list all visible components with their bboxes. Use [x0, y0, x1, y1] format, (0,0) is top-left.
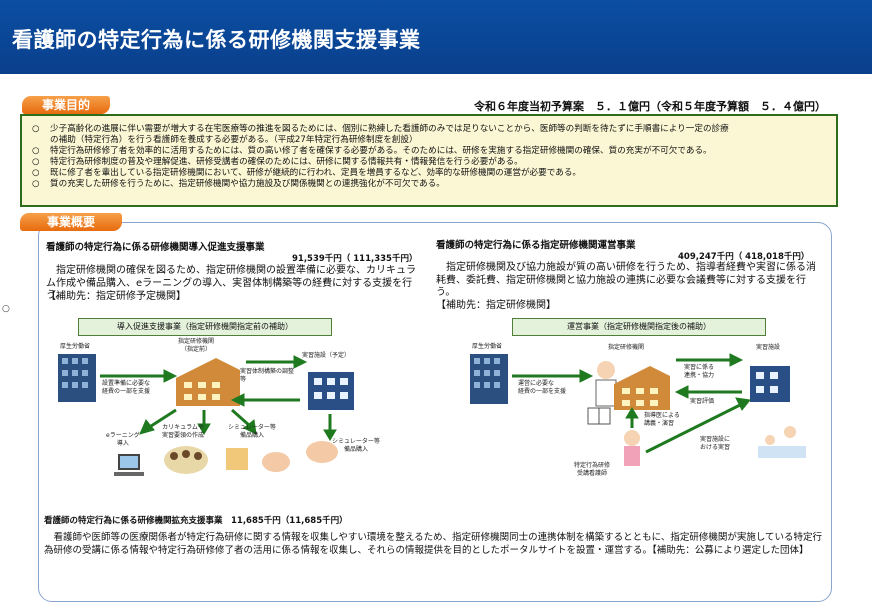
bullet-icon: ○	[32, 168, 40, 178]
simulator-image-icon	[226, 448, 248, 470]
node-institution-label: 指定研修機関	[608, 344, 645, 351]
doctor-icon	[595, 361, 617, 407]
arrowhead-icon	[735, 397, 751, 411]
node-elearning-label: eラーニング 導入	[106, 432, 140, 447]
node-practice-at-site-label: 実習施設に おける実習	[700, 436, 731, 451]
simulator-image-icon	[306, 441, 338, 463]
purpose-item: ○既に修了者を輩出している指定研修機関において、研修が継続的に行われ、定員を増員…	[32, 168, 582, 178]
bullet-icon: ○	[32, 124, 40, 134]
node-subsidy-label: 設置準備に必要な 経費の一部を支援	[102, 380, 151, 395]
arrowhead-icon	[323, 429, 337, 441]
node-ministry-label: 厚生労働省	[60, 343, 91, 350]
node-institution-label: 指定研修機関 （指定前）	[178, 338, 215, 353]
budget-summary: 令和６年度当初予算案 ５．１億円（令和５年度予算額 ５．４億円）	[474, 100, 826, 113]
hospital-building-icon	[308, 372, 354, 410]
computer-icon	[114, 454, 144, 476]
arrowhead-icon	[139, 419, 155, 435]
nurse-icon	[624, 430, 640, 466]
hospital-building-icon	[750, 366, 790, 402]
arrow-down-icon	[147, 408, 177, 430]
overview-tag: 事業概要	[20, 213, 122, 231]
purpose-box: ○少子高齢化の進展に伴い需要が増大する在宅医療等の推進を図るためには、個別に熟練…	[20, 114, 838, 207]
arrowhead-icon	[625, 407, 639, 419]
purpose-item: の補助（特定行為）を行う看護師を養成する必要がある。（平成27年特定行為研修制度…	[50, 135, 418, 145]
right-section-body: 指定研修機関及び協力施設が質の高い研修を行うため、指導者経費や実習に係る消耗費、…	[436, 262, 816, 298]
purpose-list: ○少子高齢化の進展に伴い需要が増大する在宅医療等の推進を図るためには、個別に熟練…	[32, 124, 826, 190]
node-cooperation-label: 実習に係る 連携・協力	[684, 364, 715, 379]
arrowhead-icon	[230, 393, 245, 407]
page-title: 看護師の特定行為に係る研修機関支援事業	[12, 28, 421, 52]
node-trainee-label: 特定行為研修 受講看護師	[574, 462, 611, 477]
arrow-diagonal-icon	[645, 402, 743, 454]
bottom-section-body: 看護師や医師等の医療関係者が特定行為研修に関する情報を収集しやすい環境を整えるた…	[44, 532, 823, 556]
ministry-building-icon	[58, 354, 96, 402]
node-subsidy-label: 運営に必要な 経費の一部を支援	[518, 380, 567, 395]
simulator-image-icon	[262, 452, 290, 472]
patient-care-icon	[758, 426, 806, 458]
purpose-item: ○質の充実した研修を行うために、指定研修機関や協力施設及び関係機関との連携強化が…	[32, 179, 445, 189]
arrowhead-icon	[243, 419, 257, 435]
arrowhead-icon	[293, 355, 308, 369]
page-header: 看護師の特定行為に係る研修機関支援事業	[0, 0, 872, 74]
bullet-icon: ○	[32, 179, 40, 189]
node-simulator2-label: シミュレーター等 備品購入	[332, 438, 380, 453]
ministry-building-icon	[470, 354, 508, 404]
right-section-title: 看護師の特定行為に係る指定研修機関運営事業	[436, 240, 636, 251]
node-curriculum-label: カリキュラムや 実習要領の作成	[162, 424, 205, 439]
right-section-amount: 409,247千円（ 418,018千円）	[678, 252, 810, 262]
node-practice-site-label: 実習施設	[756, 344, 781, 351]
right-flow-label: 運営事業（指定研修機関指定後の補助）	[512, 318, 766, 336]
node-practice-support-label: 実習体制構築の調整 等	[240, 368, 295, 383]
people-group-icon	[164, 446, 208, 474]
node-lecture-label: 指導医による 講義・演習	[644, 412, 680, 427]
arrowhead-icon	[163, 369, 178, 383]
arrowhead-icon	[579, 369, 594, 383]
right-section-grant: 【補助先：指定研修機関】	[436, 300, 556, 311]
node-practice-site-label: 実習施設（予定）	[302, 352, 351, 359]
node-evaluation-label: 実習評価	[690, 398, 715, 405]
purpose-item: ○特定行為研修制度の普及や理解促進、研修受講者の確保のためには、研修に関する情報…	[32, 157, 523, 167]
arrowhead-icon	[197, 423, 211, 435]
arrow-down-icon	[231, 408, 251, 428]
institution-building-icon	[614, 366, 670, 410]
bottom-section-title: 看護師の特定行為に係る研修機関拡充支援事業 11,685千円（11,685千円）	[44, 516, 348, 526]
left-section-amount: 91,539千円（ 111,335千円）	[292, 254, 418, 264]
arrowhead-icon	[674, 385, 689, 399]
left-section-title: 看護師の特定行為に係る研修機関導入促進支援事業	[46, 242, 265, 253]
arrowhead-icon	[729, 353, 744, 367]
node-simulator1-label: シミュレーター等 備品購入	[228, 424, 276, 439]
bullet-icon: ○	[32, 157, 40, 167]
institution-building-icon	[176, 358, 240, 406]
bullet-icon: ○	[32, 146, 40, 156]
purpose-item: ○少子高齢化の進展に伴い需要が増大する在宅医療等の推進を図るためには、個別に熟練…	[32, 124, 729, 134]
node-ministry-label: 厚生労働省	[472, 343, 503, 350]
book-icon	[587, 407, 611, 425]
margin-marker: ○	[2, 304, 10, 314]
left-section-body: 指定研修機関の確保を図るため、指定研修機関の設置準備に必要な、カリキュラム作成や…	[46, 265, 416, 301]
purpose-tag: 事業目的	[22, 96, 110, 114]
left-section-grant: 【補助先：指定研修予定機関】	[46, 291, 186, 302]
purpose-item: ○特定行為研修修了者を効率的に活用するためには、質の高い修了者を確保する必要があ…	[32, 146, 712, 156]
left-flow-label: 導入促進支援事業（指定研修機関指定前の補助）	[78, 318, 332, 336]
